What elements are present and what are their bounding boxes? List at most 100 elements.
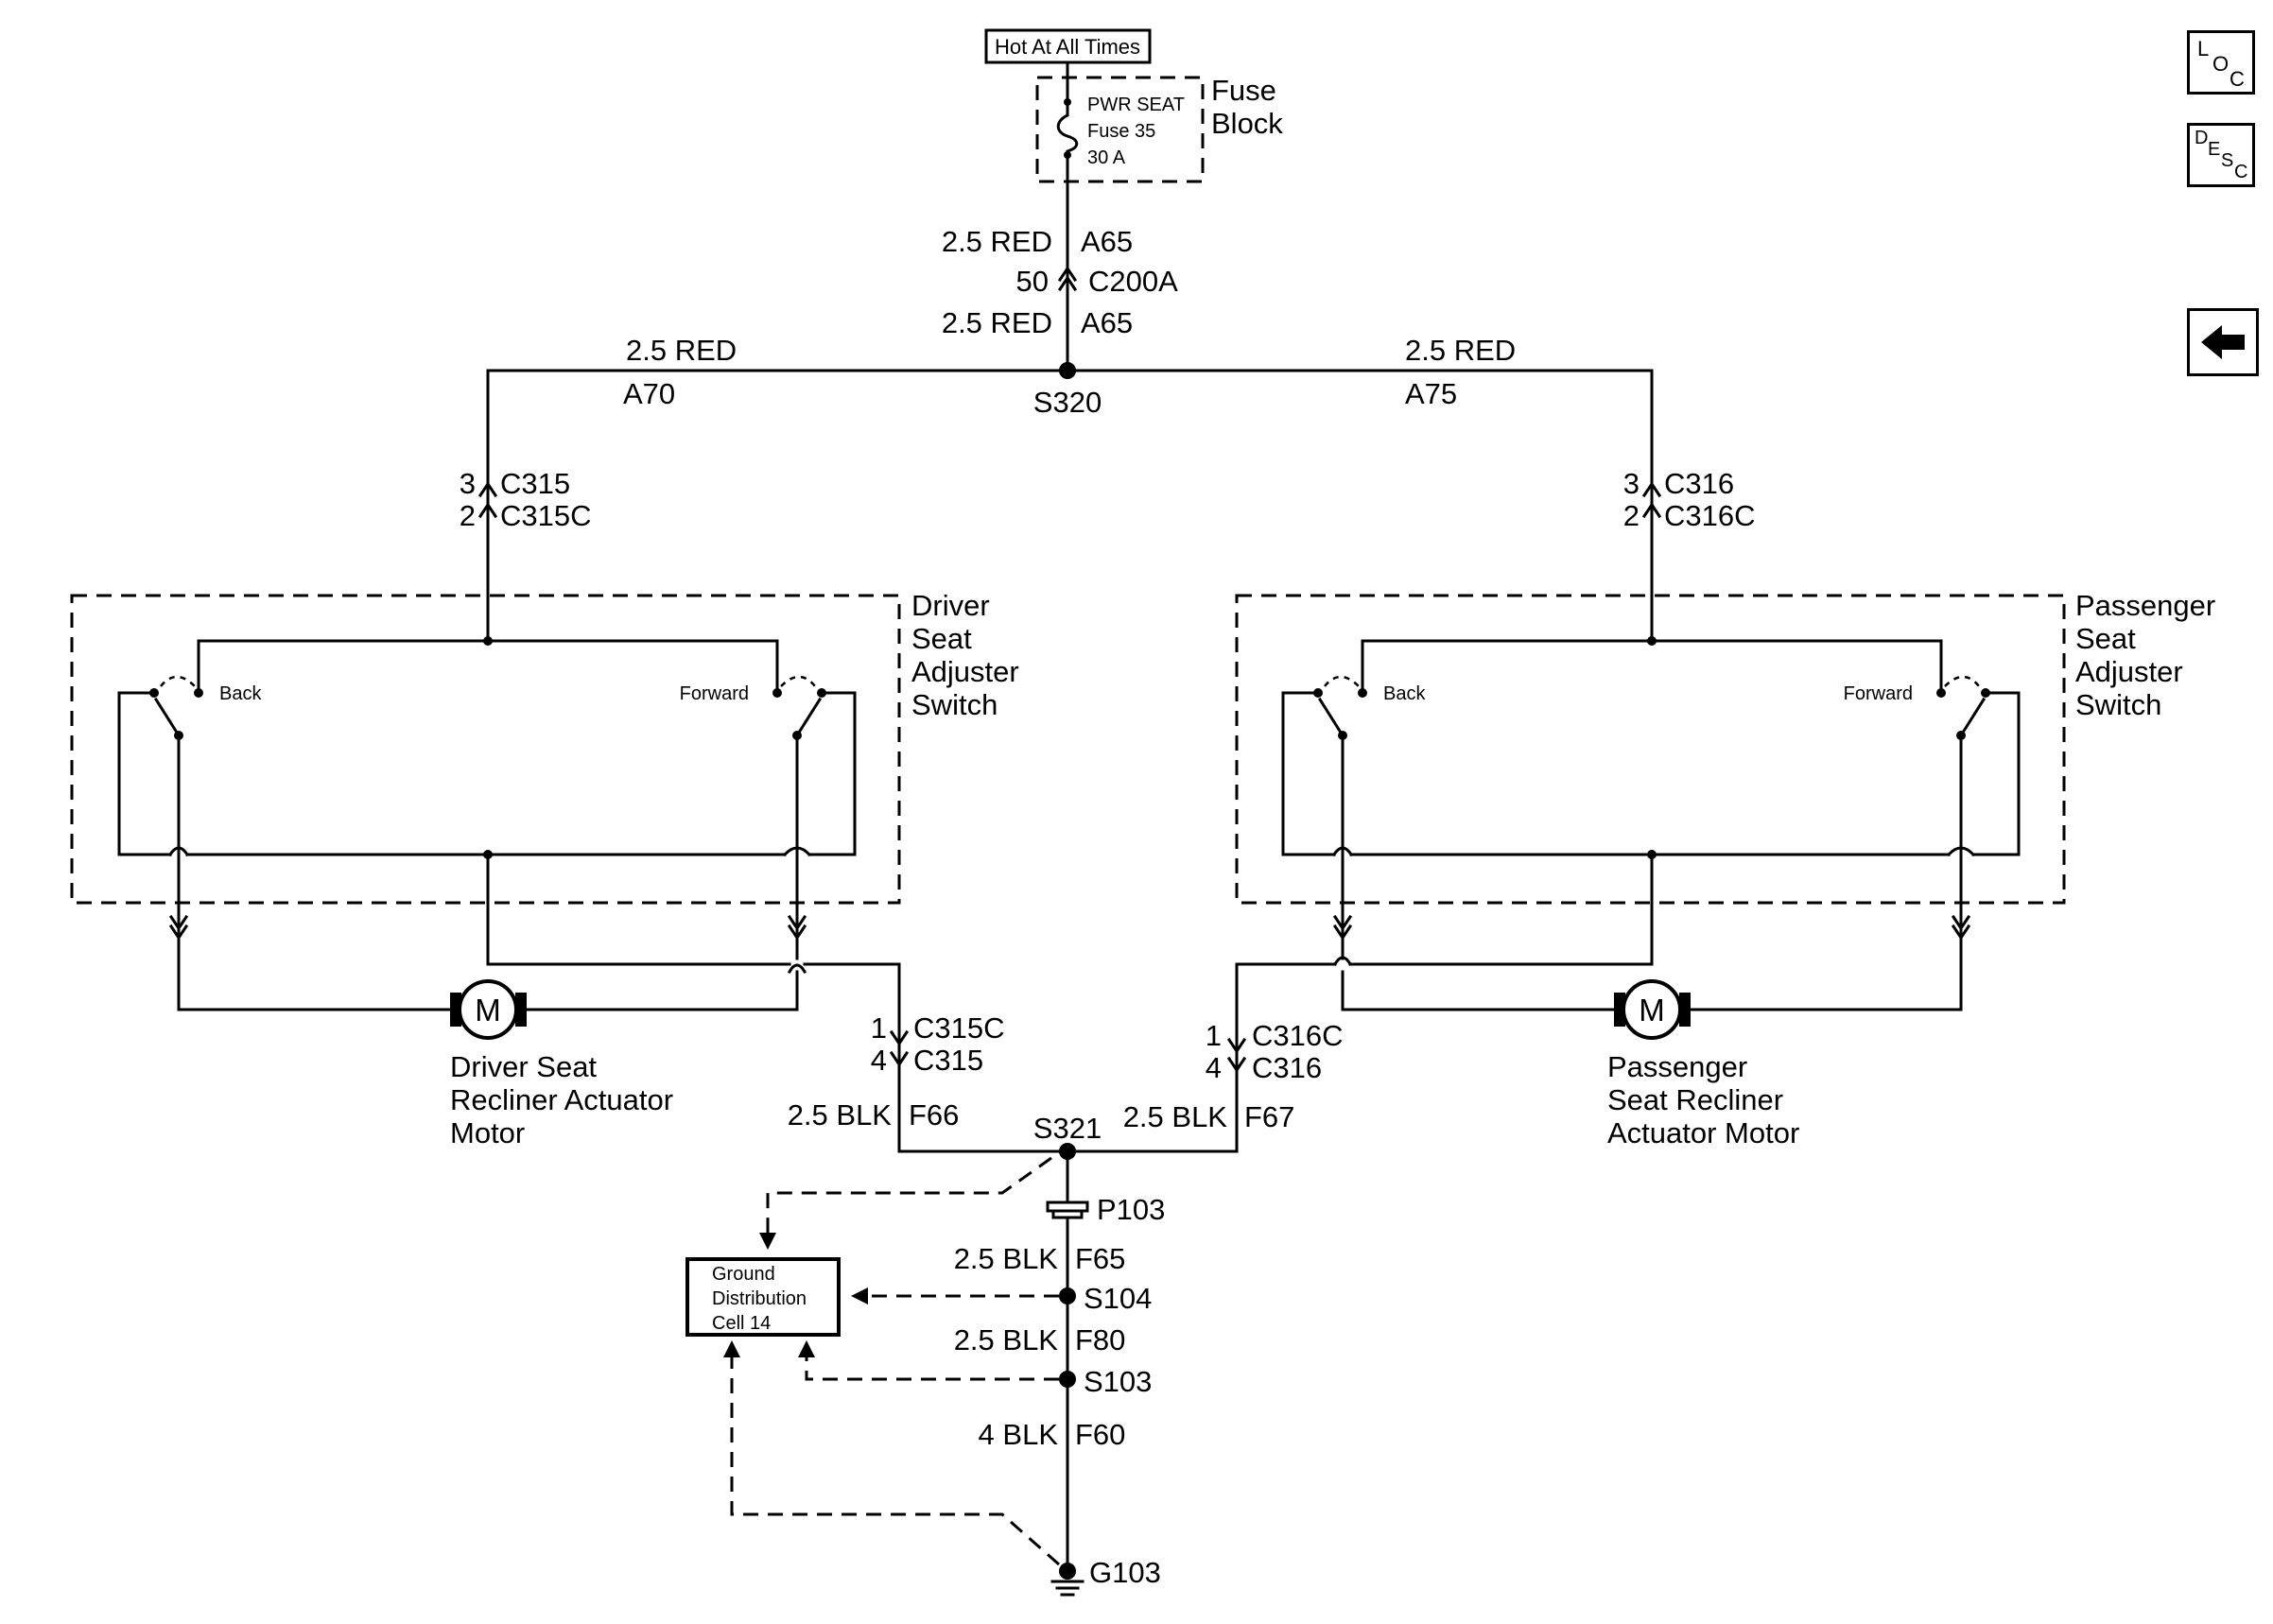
c315-name-b: C315C [500,499,592,532]
ground-seg3-gauge: 4 BLK [979,1418,1059,1451]
ground-distribution-reference: Ground Distribution Cell 14 [685,1156,1060,1566]
ground-seg2-gauge: 2.5 BLK [954,1323,1059,1356]
splice-s103: S103 [1084,1365,1152,1398]
fuse-block-label-1: Fuse [1211,74,1276,107]
right-ground-conn-a: C316C [1252,1019,1344,1052]
passenger-back-label: Back [1383,683,1426,704]
passenger-motor-icon [1622,979,1682,1040]
top-lower-gauge: 2.5 RED [942,306,1052,339]
splice-s104: S104 [1084,1282,1152,1315]
left-ground-conn-b: C315 [913,1044,983,1077]
ground-seg1-circuit: F65 [1075,1242,1125,1275]
desc-letter-s: S [2221,150,2234,171]
driver-motor-label-1: Driver Seat [450,1050,597,1083]
c315-name-a: C315 [500,467,570,500]
passenger-motor-circuit: M Passenger Seat Recliner Actuator Motor [1235,853,1971,1153]
driver-switch-label-3: Adjuster [911,655,1019,688]
connector-c315: 3 C315 2 C315C [460,467,592,532]
back-button[interactable] [2187,308,2259,376]
c200a-connector: C200A [1088,265,1178,298]
fuse-name: PWR SEAT [1087,95,1185,115]
driver-switch-label-2: Seat [911,622,972,655]
c315-pin-a: 3 [460,467,476,500]
c316-pin-b: 2 [1623,499,1640,532]
ground-cell-label-1: Ground [712,1264,775,1285]
ground-branches: 1 C315C 4 C315 2.5 BLK F66 1 C316C 4 C31… [788,1011,1344,1153]
hot-at-all-times-label: Hot At All Times [995,35,1140,59]
driver-seat-adjuster-switch: Back Forward Driver Seat Adjuster Switch [70,589,1019,907]
right-ground-gauge: 2.5 BLK [1123,1100,1228,1133]
ground-seg1-gauge: 2.5 BLK [954,1242,1059,1275]
desc-letter-c: C [2234,162,2248,182]
top-upper-circuit: A65 [1081,225,1133,258]
loc-letter-l: L [2197,37,2210,60]
power-source: Hot At All Times [984,28,1152,104]
ground-path: S321 P103 2.5 BLK F65 S104 2.5 BLK F80 S… [954,1112,1165,1597]
driver-forward-label: Forward [680,683,749,704]
right-ground-conn-b: C316 [1252,1051,1322,1084]
loc-letter-o: O [2212,52,2230,76]
driver-switch-label-1: Driver [911,589,990,622]
desc-letter-d: D [2195,128,2209,148]
desc-letter-e: E [2208,139,2221,160]
fuse-block: PWR SEAT Fuse 35 30 A Fuse Block [1035,74,1283,183]
top-upper-gauge: 2.5 RED [942,225,1052,258]
c316-name-b: C316C [1664,499,1756,532]
fuse-block-label-2: Block [1211,107,1283,140]
ground-cell-label-2: Distribution [712,1288,807,1309]
right-ground-circuit: F67 [1244,1100,1294,1133]
c200a-pin: 50 [1016,265,1049,298]
left-ground-gauge: 2.5 BLK [788,1098,893,1132]
top-lower-circuit: A65 [1081,306,1133,339]
c315-pin-b: 2 [460,499,476,532]
left-feed-gauge: 2.5 RED [626,334,737,367]
pass-through-p103: P103 [1097,1193,1165,1226]
left-ground-conn-a: C315C [913,1011,1005,1045]
passenger-forward-label: Forward [1844,683,1913,704]
passenger-motor-label-1: Passenger [1607,1050,1747,1083]
left-ground-circuit: F66 [909,1098,959,1132]
passenger-switch-label-2: Seat [2075,622,2136,655]
connector-c316: 3 C316 2 C316C [1623,467,1756,532]
right-feed-gauge: 2.5 RED [1405,334,1516,367]
ground-seg3-circuit: F60 [1075,1418,1125,1451]
passenger-motor-label-3: Actuator Motor [1607,1116,1799,1149]
driver-motor-circuit: M Driver Seat Recliner Actuator Motor [168,853,901,1153]
loc-letter-c: C [2230,67,2245,91]
c316-name-a: C316 [1664,467,1734,500]
driver-switch-label-4: Switch [911,688,998,721]
ground-cell-label-3: Cell 14 [712,1313,771,1334]
right-ground-pin-a: 1 [1206,1019,1222,1052]
left-feed-circuit: A70 [623,377,675,410]
ground-g103: G103 [1089,1556,1161,1589]
top-feed-wire: 2.5 RED A65 50 C200A 2.5 RED A65 S320 [942,153,1178,419]
driver-motor-symbol: M [475,993,501,1028]
driver-motor-icon [458,979,518,1040]
desc-button[interactable]: D E S C [2187,123,2255,187]
passenger-motor-label-2: Seat Recliner [1607,1083,1783,1116]
passenger-switch-label-1: Passenger [2075,589,2215,622]
fuse-rating: 30 A [1087,147,1126,168]
right-ground-pin-b: 4 [1206,1051,1222,1084]
left-arrow-icon [2201,325,2245,359]
splice-s320: S320 [1033,386,1102,419]
driver-motor-label-3: Motor [450,1116,525,1149]
left-ground-pin-b: 4 [871,1044,887,1077]
fuse-number: Fuse 35 [1087,121,1155,142]
splice-s104-dot [1059,1287,1076,1304]
ground-seg2-circuit: F80 [1075,1323,1125,1356]
passenger-seat-adjuster-switch: Back Forward Passenger Seat Adjuster Swi… [1235,589,2215,907]
c316-pin-a: 3 [1623,467,1640,500]
passenger-switch-label-4: Switch [2075,688,2161,721]
passenger-motor-symbol: M [1639,993,1665,1028]
driver-motor-label-2: Recliner Actuator [450,1083,673,1116]
loc-button[interactable]: L O C [2187,30,2255,95]
splice-s321: S321 [1033,1112,1102,1145]
splice-s321-dot [1059,1143,1076,1160]
driver-back-label: Back [219,683,262,704]
left-ground-pin-a: 1 [871,1011,887,1045]
splice-s103-dot [1059,1371,1076,1388]
right-feed-circuit: A75 [1405,377,1457,410]
passenger-switch-label-3: Adjuster [2075,655,2183,688]
